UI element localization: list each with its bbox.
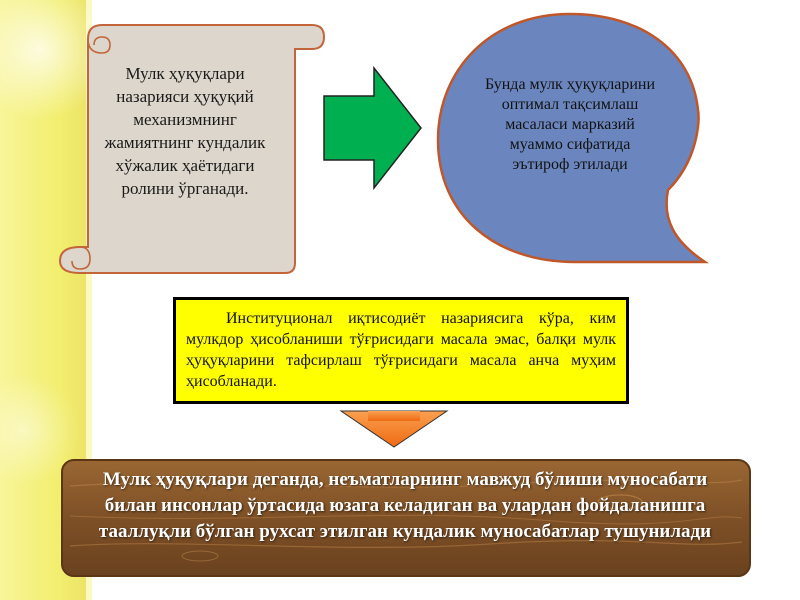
green-arrow-icon <box>323 66 422 191</box>
wood-banner-shape <box>61 459 751 577</box>
orange-down-arrow-icon <box>339 410 449 448</box>
scroll-shape <box>58 24 325 274</box>
wood-banner-text: Мулк ҳуқуқлари деганда, неъматларнинг ма… <box>98 469 712 542</box>
scroll-text: Мулк ҳуқуқлари назарияси ҳуқуқий механиз… <box>104 64 266 198</box>
quote-box: Институционал иқтисодиёт назариясига кўр… <box>173 297 629 404</box>
speech-bubble-shape <box>436 12 710 264</box>
speech-bubble-text: Бунда мулк ҳуқуқларини оптимал тақсимлаш… <box>484 76 656 173</box>
quote-text: Институционал иқтисодиёт назариясига кўр… <box>186 310 616 390</box>
